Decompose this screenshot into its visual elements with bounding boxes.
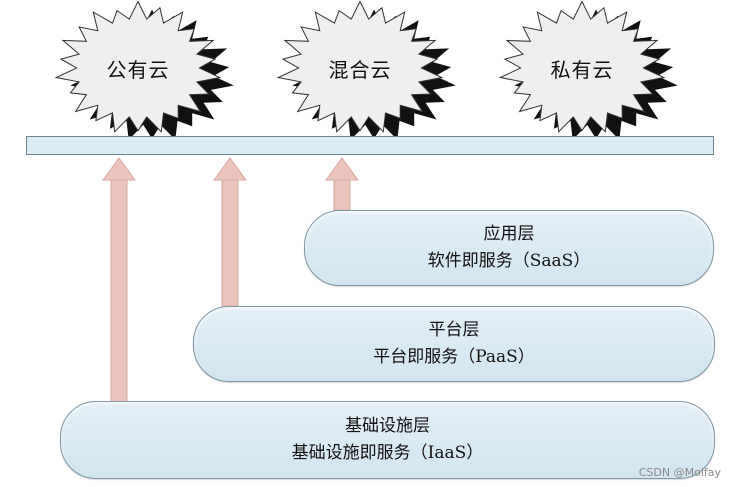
iaas-layer-service: 基础设施即服务（IaaS） (291, 443, 484, 463)
paas-arrow-icon (213, 157, 247, 307)
cloud-platform-bar (26, 136, 714, 155)
saas-arrow-icon (325, 157, 359, 211)
private-cloud-label: 私有云 (550, 58, 614, 82)
public-cloud-label: 公有云 (106, 58, 170, 82)
hybrid-cloud-label: 混合云 (328, 58, 392, 82)
saas-layer-name: 应用层 (483, 224, 535, 244)
private-cloud-shape (498, 0, 666, 133)
watermark: CSDN @Molfay (638, 466, 721, 479)
iaas-arrow-icon (102, 157, 136, 404)
paas-layer-service: 平台即服务（PaaS） (373, 347, 535, 367)
hybrid-cloud-shape (276, 0, 444, 133)
paas-layer-name: 平台层 (428, 320, 480, 340)
public-cloud-shape (54, 0, 222, 133)
saas-layer-service: 软件即服务（SaaS） (427, 251, 591, 271)
paas-layer: 平台层 平台即服务（PaaS） (193, 306, 715, 382)
iaas-layer-name: 基础设施层 (345, 416, 430, 436)
iaas-layer: 基础设施层 基础设施即服务（IaaS） (60, 401, 715, 479)
saas-layer: 应用层 软件即服务（SaaS） (304, 210, 714, 286)
